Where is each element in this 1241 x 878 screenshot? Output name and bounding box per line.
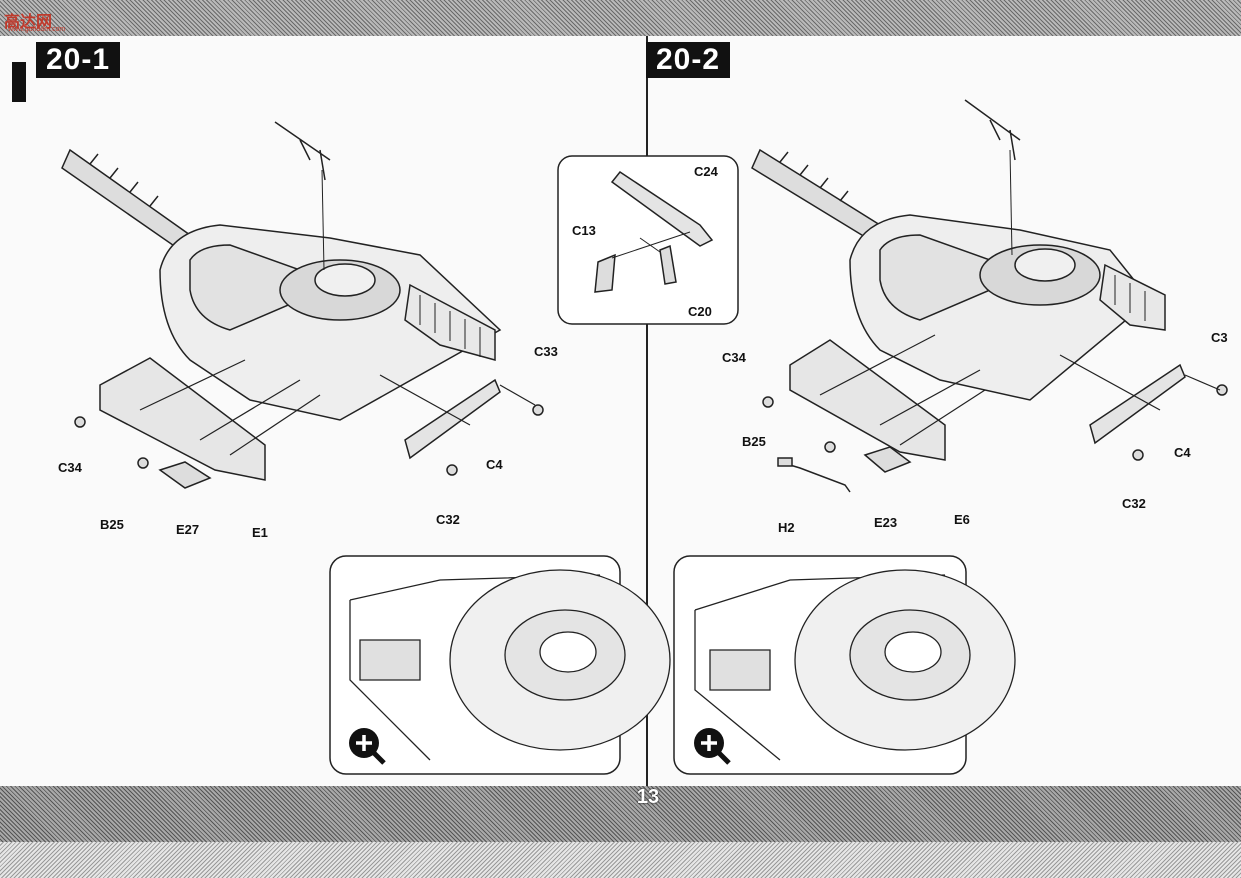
site-logo: 高达网 (4, 14, 53, 31)
inset-machine-gun (594, 170, 714, 293)
part-label-c32-step2: C32 (1122, 496, 1146, 511)
site-logo-url: www.gundam.com (8, 26, 66, 33)
detail-inset-drawing-1 (349, 569, 671, 761)
part-label-c4-step2: C4 (1174, 445, 1191, 460)
part-label-c32: C32 (436, 512, 460, 527)
part-label-e6: E6 (954, 512, 970, 527)
part-label-b25: B25 (100, 517, 124, 532)
tank-turret-step-1 (61, 121, 544, 489)
part-label-c34: C34 (58, 460, 82, 475)
part-label-h2: H2 (778, 520, 795, 535)
part-label-c20: C20 (688, 304, 712, 319)
bottom-border-band-light (0, 842, 1241, 878)
part-label-c4: C4 (486, 457, 503, 472)
page-number: 13 (636, 786, 660, 808)
detail-inset-drawing-2 (694, 569, 1016, 761)
top-border-band (0, 0, 1241, 36)
magnifier-plus-icon (349, 728, 386, 765)
part-label-e27: E27 (176, 522, 200, 537)
part-label-e1: E1 (252, 525, 268, 540)
part-label-c33: C33 (534, 344, 558, 359)
part-label-c24: C24 (694, 164, 718, 179)
part-label-c34-step2: C34 (722, 350, 746, 365)
magnifier-plus-icon (694, 728, 731, 765)
step-label-20-1: 20-1 (36, 42, 121, 78)
part-label-c3: C3 (1211, 330, 1228, 345)
step-divider (646, 36, 648, 786)
part-label-b25-step2: B25 (742, 434, 766, 449)
part-label-e23: E23 (874, 515, 898, 530)
part-label-c13: C13 (572, 223, 596, 238)
step-label-20-2: 20-2 (646, 42, 731, 78)
tank-turret-step-2 (751, 99, 1228, 493)
left-edge-tab (12, 62, 26, 102)
